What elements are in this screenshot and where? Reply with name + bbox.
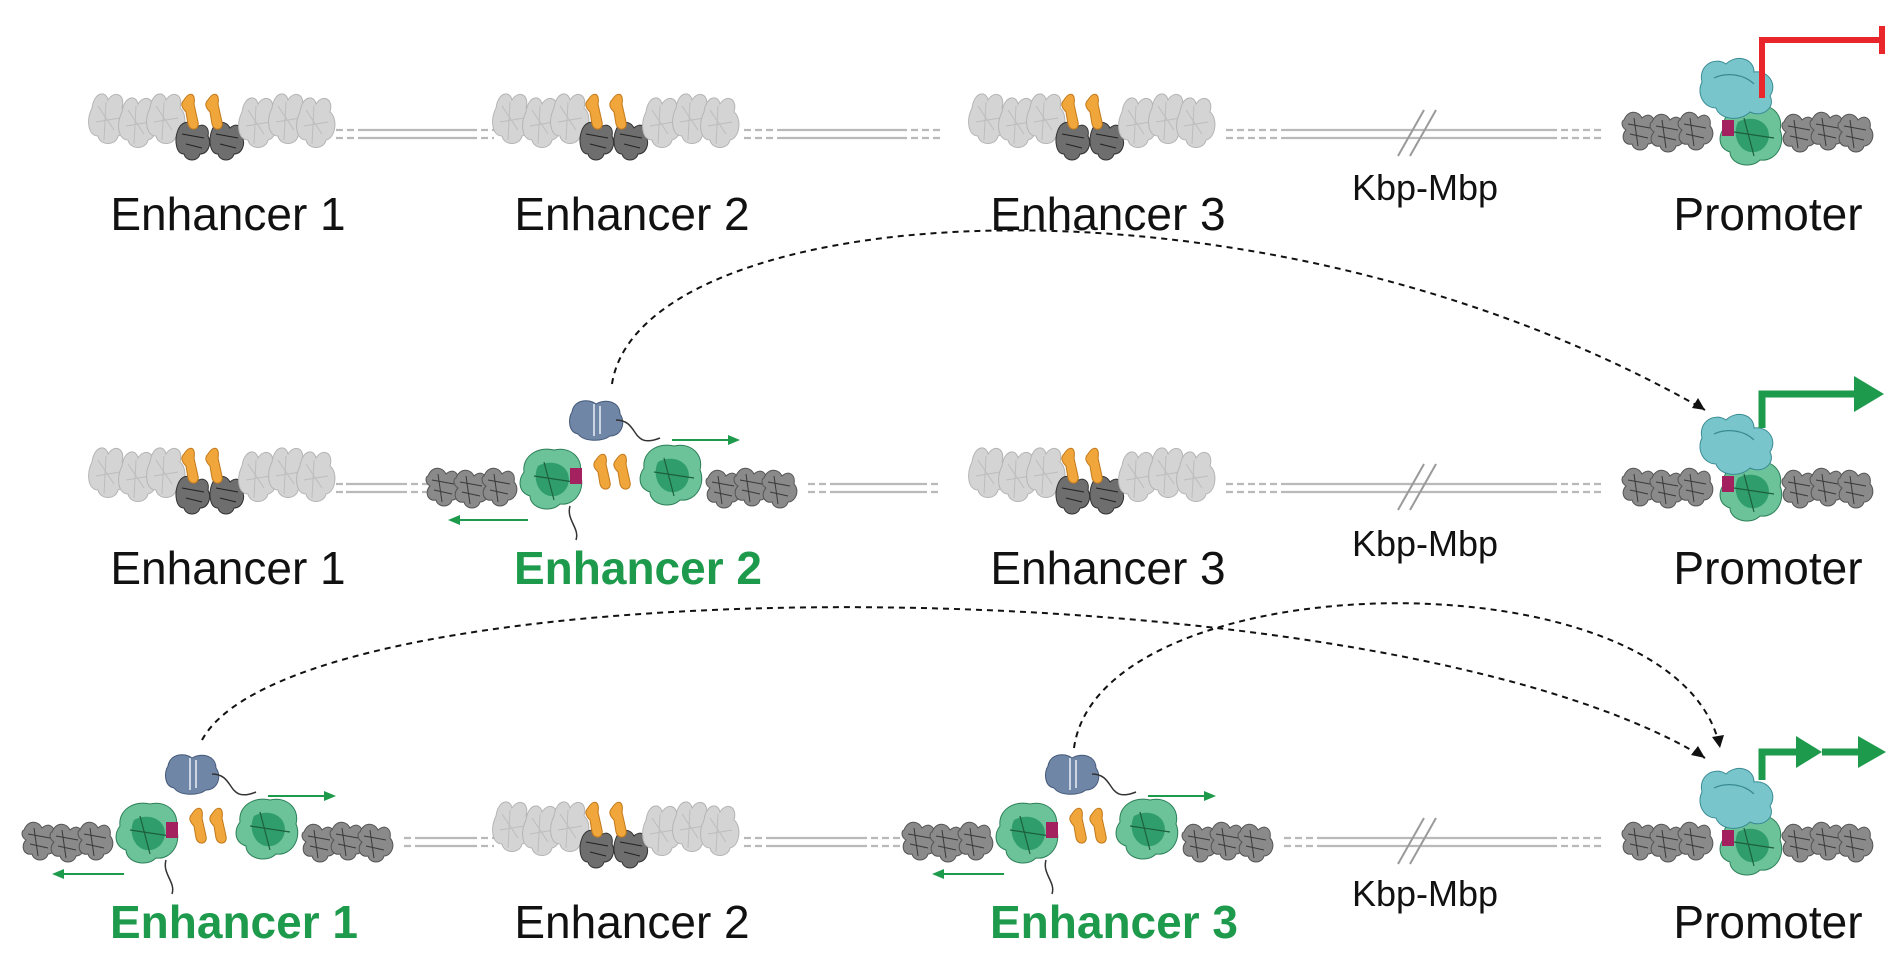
coactivator (1044, 753, 1100, 796)
enhancer-3-chromatin (968, 93, 1216, 161)
cofactor-tail (1044, 859, 1054, 895)
arrowhead (1858, 736, 1886, 768)
enhancer-label: Enhancer 3 (990, 188, 1225, 240)
distance-label: Kbp-Mbp (1352, 523, 1498, 564)
arrowhead (1204, 791, 1216, 801)
enhancer-label: Enhancer 2 (514, 188, 749, 240)
row-3: Enhancer 1 Enhancer 2 Enhancer 3 Kbp-Mbp… (21, 736, 1886, 948)
enhancer-1-chromatin-active (21, 798, 394, 864)
arrowhead (1692, 398, 1705, 410)
promoter-label: Promoter (1673, 542, 1862, 594)
coactivator (164, 753, 220, 796)
enhancer-1-chromatin (88, 447, 336, 515)
gap-break-mark (1397, 463, 1425, 511)
distance-label: Kbp-Mbp (1352, 167, 1498, 208)
interaction-arc-enhancer2-promoter (611, 229, 1706, 411)
coactivator (568, 399, 624, 442)
enhancer-label: Enhancer 1 (110, 542, 345, 594)
cofactor-tail (568, 505, 578, 541)
enhancer-label-active: Enhancer 1 (110, 896, 358, 948)
gap-break-mark (1397, 109, 1425, 157)
arrowhead (1854, 376, 1884, 412)
arrowhead (324, 791, 336, 801)
enhancer-2-chromatin-active (425, 444, 798, 510)
coactivator-tether (211, 773, 257, 796)
enhancer-3-chromatin-active (901, 798, 1274, 864)
enhancer-2-chromatin (492, 93, 740, 161)
transcription-arrow (1758, 390, 1858, 428)
distance-label: Kbp-Mbp (1352, 873, 1498, 914)
enhancer-label: Enhancer 3 (990, 542, 1225, 594)
promoter-chromatin (1621, 413, 1874, 522)
enhancer-label: Enhancer 2 (514, 896, 749, 948)
enhancer-label-active: Enhancer 3 (990, 896, 1238, 948)
gap-break-mark (1409, 109, 1437, 157)
gap-break-mark (1397, 817, 1425, 865)
arrowhead (1712, 735, 1724, 748)
enhancer-label-active: Enhancer 2 (514, 542, 762, 594)
promoter-label: Promoter (1673, 896, 1862, 948)
enhancer-3-chromatin (968, 447, 1216, 515)
gap-break-mark (1409, 463, 1437, 511)
enhancer-1-chromatin (88, 93, 336, 161)
arrowhead (52, 869, 64, 879)
row-2: Enhancer 1 Enhancer 2 Enhancer 3 Kbp-Mbp… (88, 376, 1884, 594)
gap-break-mark (1409, 817, 1437, 865)
arrowhead (448, 515, 460, 525)
transcription-arrow (1758, 748, 1800, 780)
arrowhead (1691, 746, 1705, 758)
interaction-arc-enhancer3-promoter (1073, 602, 1721, 749)
enhancer-2-chromatin (492, 801, 740, 869)
arrowhead (1796, 736, 1822, 768)
arrowhead (728, 435, 740, 445)
repressed-symbol (1759, 26, 1885, 98)
coactivator-tether (615, 419, 661, 442)
cofactor-tail (164, 859, 174, 895)
enhancer-label: Enhancer 1 (110, 188, 345, 240)
arrowhead (932, 869, 944, 879)
row-1: Enhancer 1 Enhancer 2 Enhancer 3 Kbp-Mbp… (88, 26, 1885, 240)
promoter-chromatin (1621, 57, 1874, 166)
interaction-arc-enhancer1-promoter (201, 606, 1706, 759)
promoter-label: Promoter (1673, 188, 1862, 240)
coactivator-tether (1091, 773, 1137, 796)
promoter-chromatin (1621, 767, 1874, 876)
